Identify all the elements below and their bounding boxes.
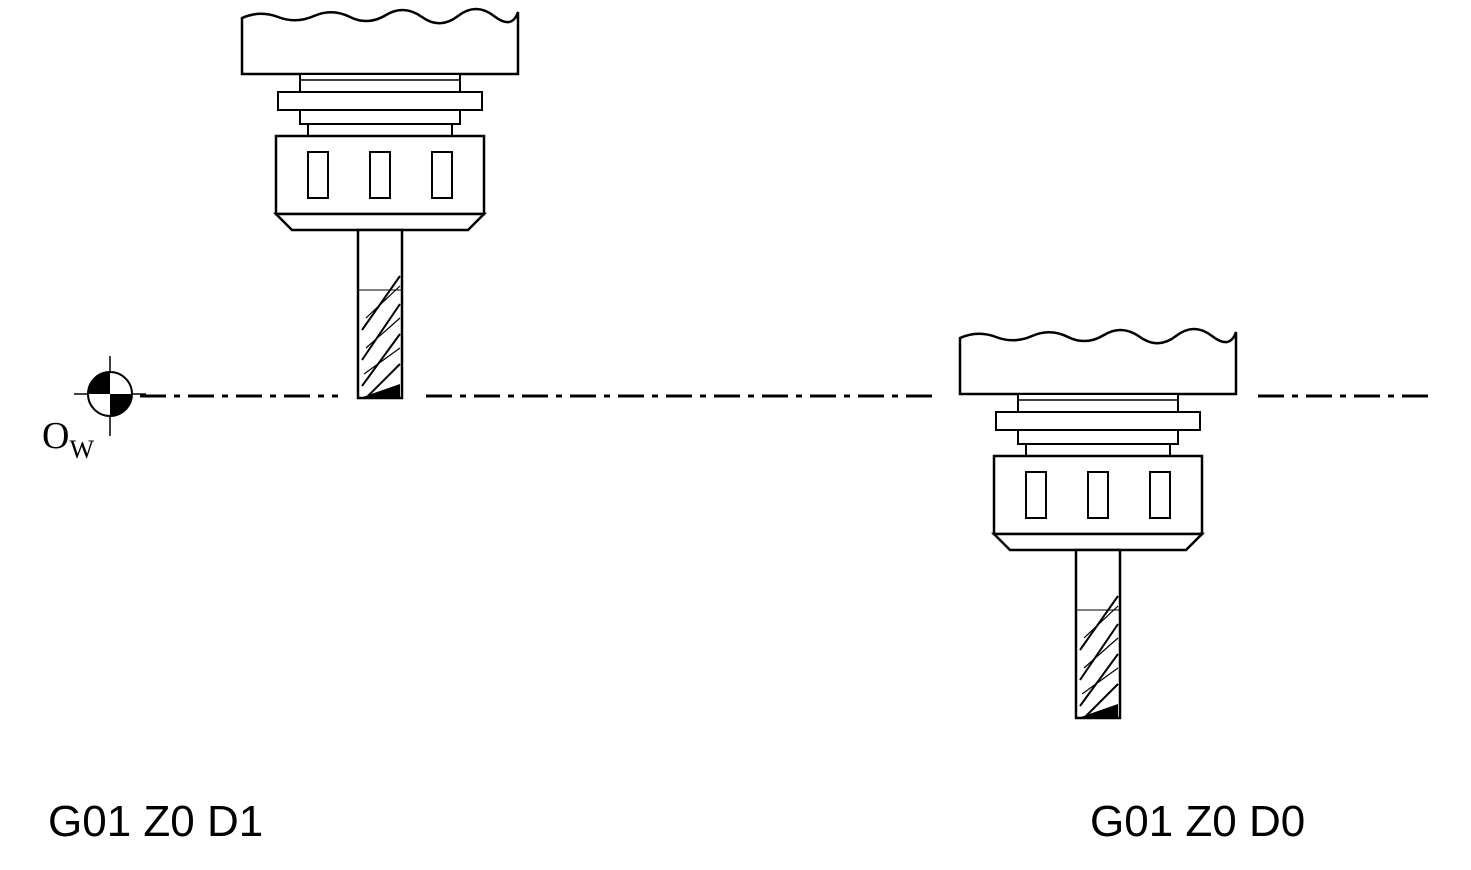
origin-label: OW [42,415,94,464]
origin-symbol-icon [74,356,146,436]
caption-right: G01 Z0 D0 [1090,797,1306,846]
tool-right [958,327,1238,720]
caption-left: G01 Z0 D1 [48,797,264,846]
tool-left [240,7,520,400]
